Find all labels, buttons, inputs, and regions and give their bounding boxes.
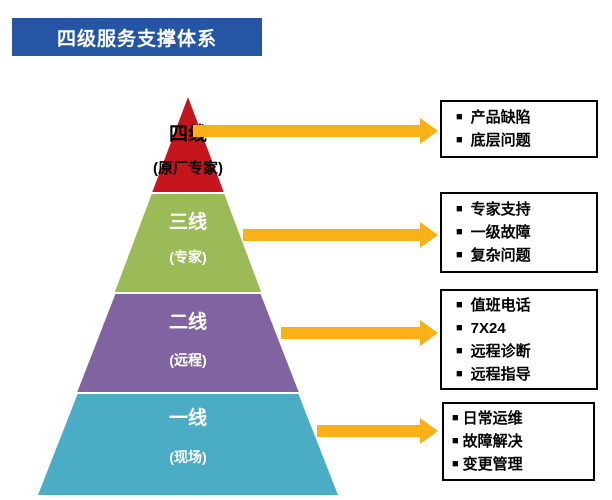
list-item-text: 产品缺陷 bbox=[470, 109, 531, 126]
list-item: ■ 故障解决 bbox=[452, 430, 587, 453]
bullet-square-icon: ■ bbox=[452, 435, 459, 447]
list-item: ■ 一级故障 bbox=[456, 221, 590, 244]
level-1-label: 一线 bbox=[168, 408, 207, 429]
level-4-sublabel: (原厂专家) bbox=[153, 160, 223, 177]
arrow-level-4-icon bbox=[193, 118, 438, 144]
arrow-level-2-icon bbox=[281, 320, 438, 346]
bullet-square-icon: ■ bbox=[456, 226, 463, 238]
pyramid-level-2 bbox=[77, 294, 299, 392]
page-title: 四级服务支撑体系 bbox=[56, 28, 217, 50]
arrow-body bbox=[281, 327, 420, 339]
info-box-level-1: ■ 日常运维 ■ 故障解决 ■ 变更管理 bbox=[442, 402, 595, 481]
level-1-sublabel: (现场) bbox=[169, 449, 207, 465]
level-3-sublabel: (专家) bbox=[169, 249, 207, 265]
list-item: ■ 日常运维 bbox=[452, 407, 587, 430]
bullet-square-icon: ■ bbox=[456, 298, 463, 311]
pyramid-level-1 bbox=[38, 394, 338, 495]
arrow-head bbox=[420, 118, 438, 144]
list-item-text: 7X24 bbox=[470, 319, 506, 337]
list-item: ■ 复杂问题 bbox=[456, 244, 590, 267]
arrow-level-3-icon bbox=[243, 222, 438, 248]
arrow-level-1-icon bbox=[317, 418, 438, 444]
list-item-text: 远程诊断 bbox=[470, 342, 531, 360]
level-2-sublabel: (远程) bbox=[169, 352, 207, 368]
bullet-square-icon: ■ bbox=[456, 203, 463, 215]
arrow-body bbox=[317, 425, 420, 437]
list-item-text: 专家支持 bbox=[470, 201, 531, 218]
bullet-square-icon: ■ bbox=[456, 321, 463, 334]
arrow-head bbox=[420, 418, 438, 444]
bullet-square-icon: ■ bbox=[456, 134, 463, 146]
arrow-body bbox=[193, 125, 420, 137]
list-item-text: 变更管理 bbox=[462, 456, 523, 473]
bullet-square-icon: ■ bbox=[456, 111, 463, 123]
arrow-head bbox=[420, 320, 438, 346]
title-banner: 四级服务支撑体系 bbox=[12, 18, 262, 56]
arrow-body bbox=[243, 229, 420, 241]
bullet-square-icon: ■ bbox=[456, 344, 463, 357]
list-item: ■ 7X24 bbox=[456, 317, 590, 340]
list-item-text: 故障解决 bbox=[462, 433, 523, 450]
info-box-level-3: ■ 专家支持 ■ 一级故障 ■ 复杂问题 bbox=[440, 192, 598, 273]
list-item-text: 值班电话 bbox=[470, 296, 531, 314]
bullet-square-icon: ■ bbox=[456, 367, 463, 380]
bullet-square-icon: ■ bbox=[456, 249, 463, 261]
list-item-text: 日常运维 bbox=[462, 410, 523, 427]
list-item: ■ 底层问题 bbox=[456, 129, 590, 152]
bullet-square-icon: ■ bbox=[452, 458, 459, 470]
level-3-label: 三线 bbox=[168, 212, 207, 233]
list-item: ■ 值班电话 bbox=[456, 294, 590, 317]
list-item-text: 一级故障 bbox=[470, 224, 531, 241]
list-item: ■ 产品缺陷 bbox=[456, 106, 590, 129]
list-item: ■ 变更管理 bbox=[452, 453, 587, 476]
list-item-text: 远程指导 bbox=[470, 365, 531, 383]
info-box-level-4: ■ 产品缺陷 ■ 底层问题 bbox=[440, 100, 598, 158]
list-item: ■ 远程诊断 bbox=[456, 340, 590, 363]
list-item: ■ 远程指导 bbox=[456, 363, 590, 386]
arrow-head bbox=[420, 222, 438, 248]
level-2-label: 二线 bbox=[168, 312, 207, 333]
bullet-square-icon: ■ bbox=[452, 412, 459, 424]
list-item: ■ 专家支持 bbox=[456, 198, 590, 221]
pyramid: 四线 (原厂专家) 三线 (专家) 二线 (远程) 一线 (现场) bbox=[38, 97, 338, 495]
info-box-level-2: ■ 值班电话 ■ 7X24 ■ 远程诊断 ■ 远程指导 bbox=[440, 289, 598, 390]
list-item-text: 底层问题 bbox=[470, 132, 531, 149]
list-item-text: 复杂问题 bbox=[470, 247, 531, 264]
